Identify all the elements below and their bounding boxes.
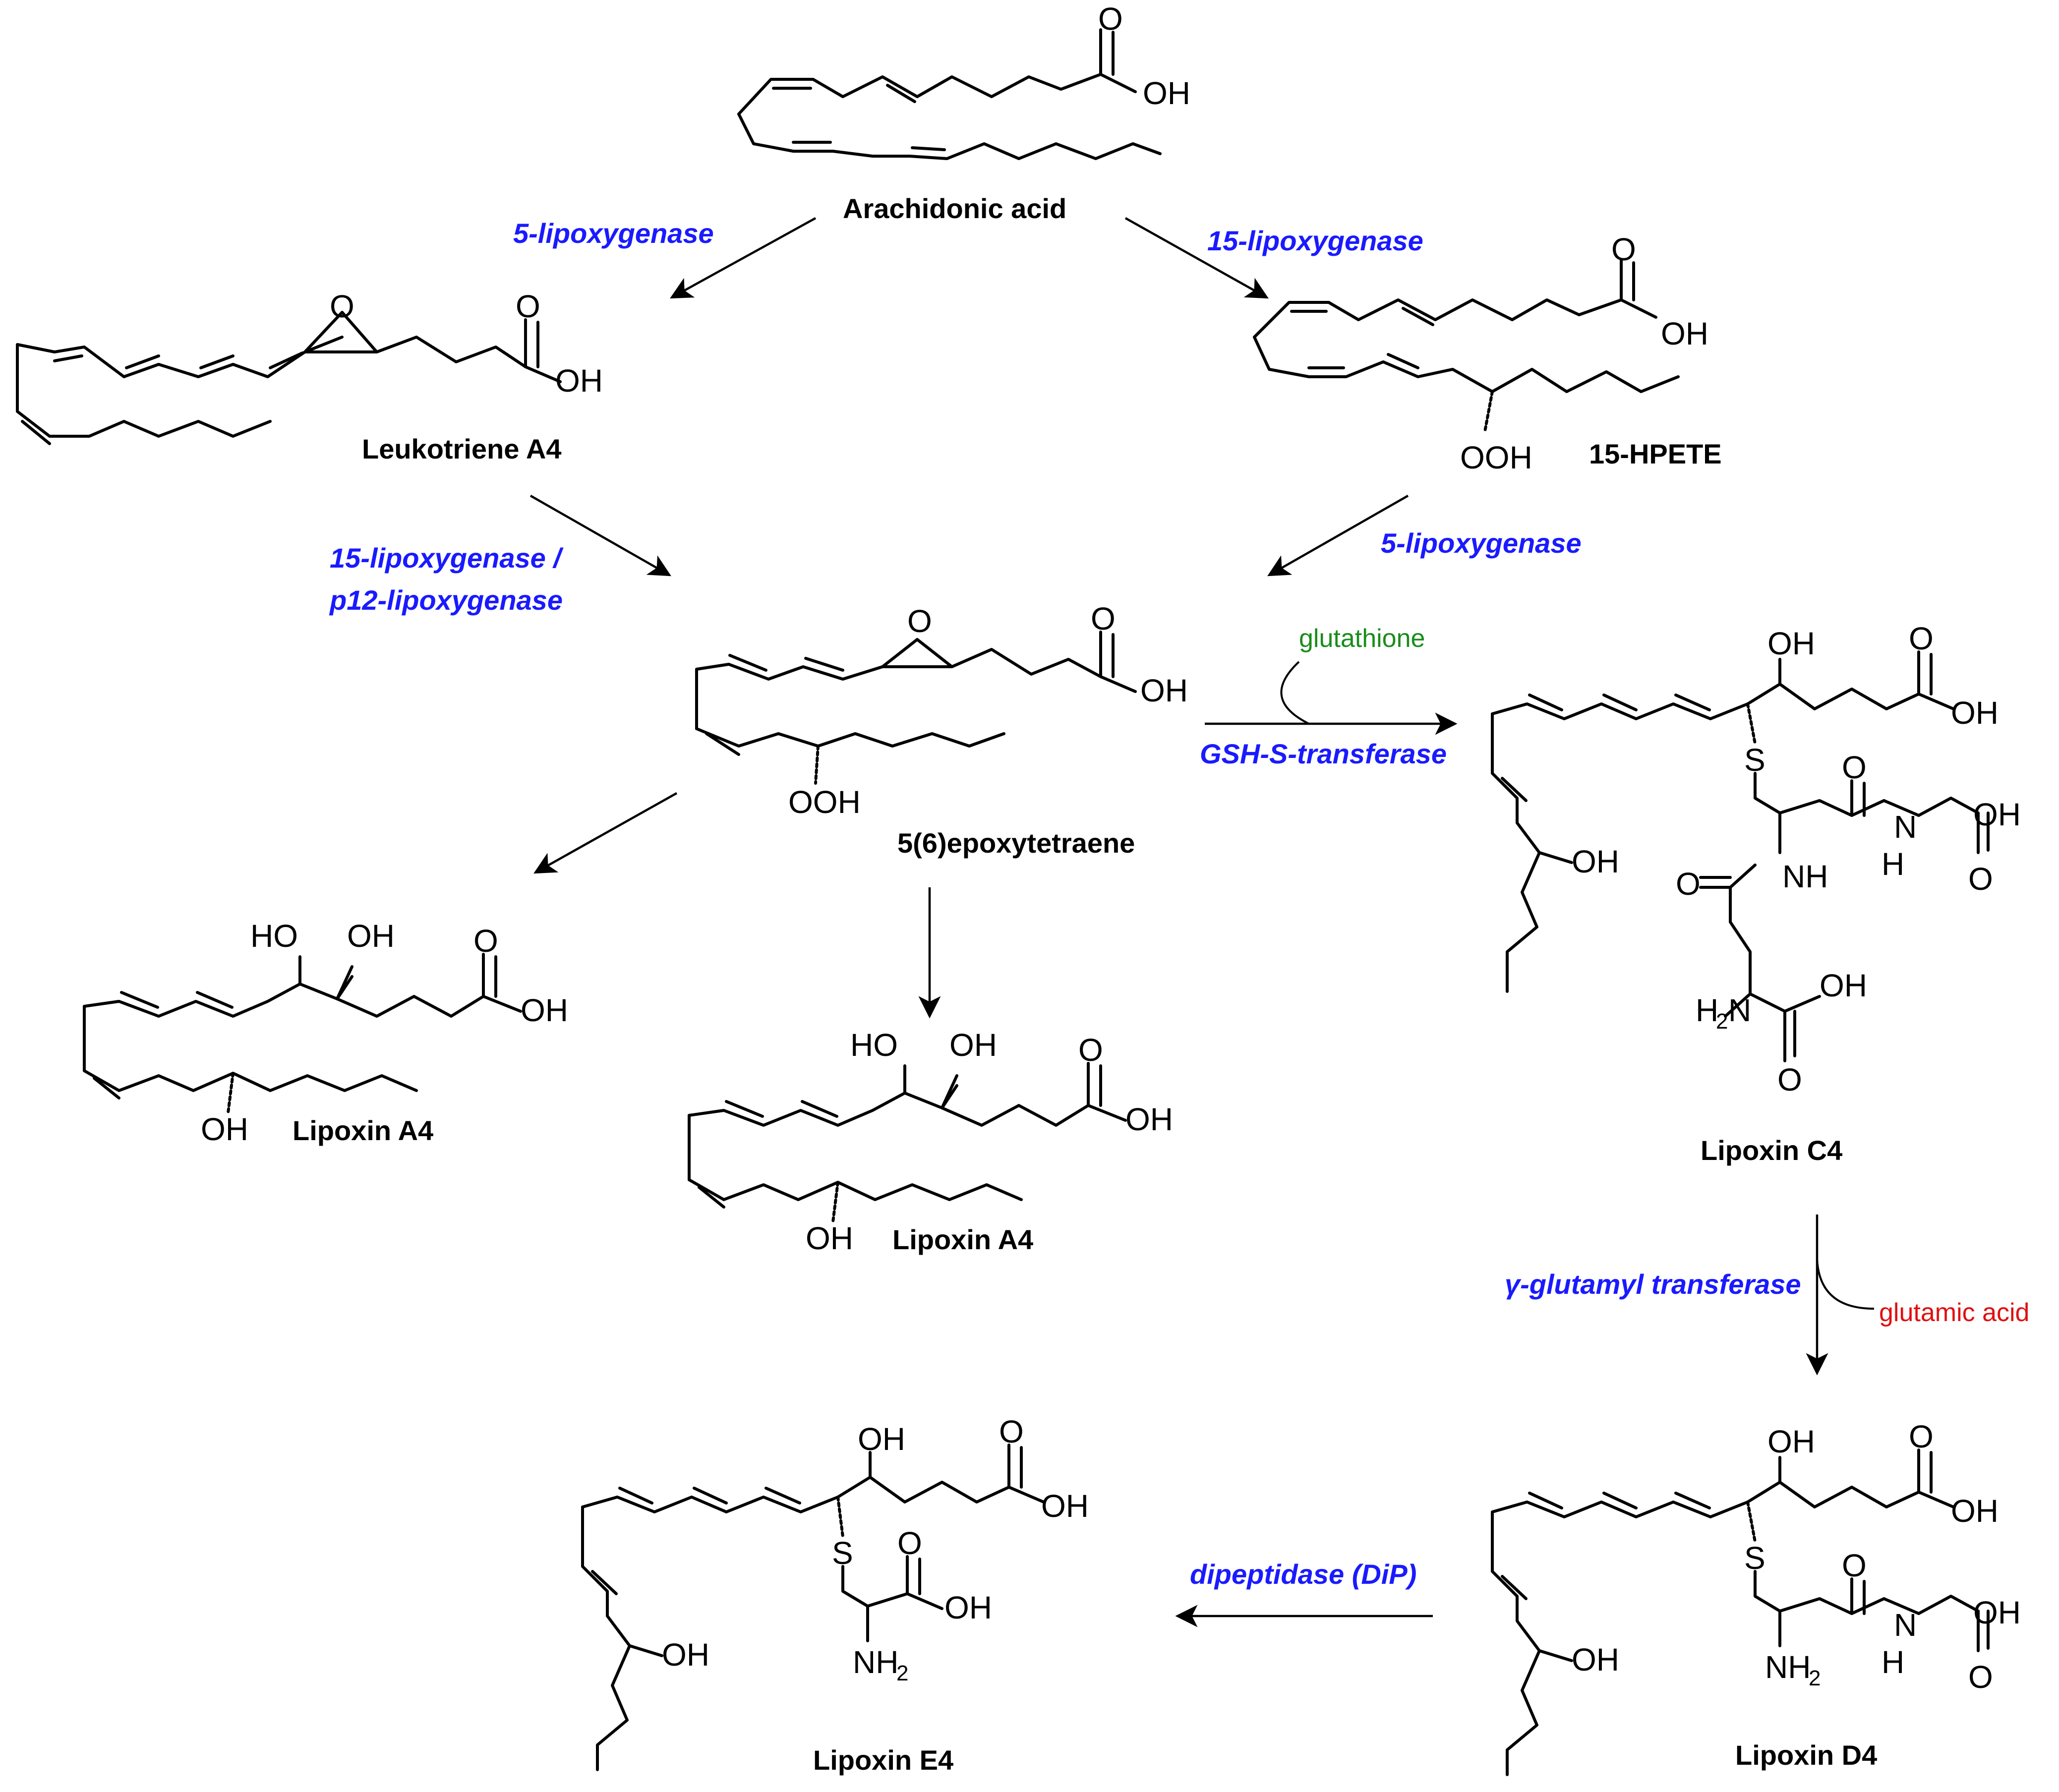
lxe4-carbonyl-o: O [999,1414,1024,1449]
lxe4-s: S [832,1535,853,1571]
label-arachidonic-acid: Arachidonic acid [843,193,1066,224]
epoxy-ooh: OOH [788,784,861,820]
lxe4-nh2-n: NH [853,1644,898,1680]
hpete-carbonyl-o: O [1611,231,1636,267]
enzyme-15-p12-lipoxygenase-line1: 15-lipoxygenase / [330,542,564,574]
lxc4-oh-chain: OH [1572,844,1619,879]
lxc4-h2n-2: 2 [1716,1009,1728,1034]
hpete-oh: OH [1661,316,1708,351]
lxa4c-carbonyl-o: O [1078,1032,1103,1068]
arrow-epoxy-to-lxa4-left [533,792,678,874]
lxc4-gly-o: O [1968,861,1993,897]
arrow-hpete-to-epoxy [1267,495,1409,577]
lxd4-amide-o: O [1842,1548,1867,1583]
epoxy-epoxide-o: O [907,603,932,639]
lxa4l-oh-bottom: OH [201,1111,248,1147]
cofactor-glutamic-acid: glutamic acid [1879,1298,2029,1327]
aa-carbonyl-o: O [1098,1,1123,37]
lxc4-h: H [1882,846,1904,882]
cofactor-glutathione: glutathione [1299,624,1425,653]
label-lipoxin-e4: Lipoxin E4 [813,1744,953,1776]
lxc4-nh: NH [1782,859,1828,894]
arrow-lta4-to-epoxy [529,495,671,577]
lxd4-carbonyl-o: O [1909,1419,1934,1454]
lxd4-nh2-n: NH [1765,1649,1811,1685]
label-lipoxin-a4-center: Lipoxin A4 [892,1224,1033,1255]
lta4-oh: OH [555,363,603,399]
lxa4l-carbonyl-o: O [473,923,498,959]
lxe4-oh-top: OH [858,1421,905,1457]
lxc4-oh-glu: OH [1820,968,1867,1003]
lta4-epoxide-o: O [330,289,354,324]
lxa4l-ho: HO [250,918,298,954]
epoxy-oh: OH [1140,673,1188,708]
enzyme-15-lipoxygenase-top: 15-lipoxygenase [1207,225,1423,256]
enzyme-gamma-glutamyl-transferase: γ-glutamyl transferase [1505,1269,1801,1300]
lxc4-s: S [1744,742,1765,778]
lxe4-nh2-2: 2 [896,1661,908,1685]
lxe4-oh-chain: OH [662,1637,709,1673]
lxd4-h: H [1882,1644,1904,1680]
lipoxin-d4-structure [1491,1448,1990,1776]
hpete-ooh: OOH [1460,440,1532,475]
label-lipoxin-d4: Lipoxin D4 [1735,1739,1877,1771]
enzyme-5-lipoxygenase-right: 5-lipoxygenase [1381,527,1582,559]
lxa4c-ho: HO [850,1027,898,1063]
lxc4-oh-acid: OH [1951,695,1999,731]
lxa4c-oh-top: OH [949,1027,997,1063]
lipoxin-a4-left-structure [83,953,522,1114]
lxc4-amide-o: O [1842,750,1867,785]
lipoxin-c4-structure [1491,650,1990,1062]
lxd4-oh-gly: OH [1973,1595,2021,1630]
lxc4-glu-amide-o: O [1676,866,1701,902]
lxa4l-oh-acid: OH [521,992,568,1028]
lxc4-glu-o: O [1777,1062,1802,1098]
lxd4-oh-top: OH [1767,1424,1815,1459]
lipoxin-a4-center-structure [688,1062,1127,1223]
lxa4c-oh-bottom: OH [806,1220,853,1256]
glutathione-curve [1280,661,1309,725]
lxc4-n: N [1894,809,1917,845]
enzyme-dipeptidase: dipeptidase (DiP) [1190,1559,1416,1590]
enzyme-5-lipoxygenase-top: 5-lipoxygenase [513,218,714,249]
glutamic-acid-curve [1816,1259,1875,1310]
lta4-carbonyl-o: O [516,289,540,324]
label-leukotriene-a4: Leukotriene A4 [362,433,561,464]
epoxy-carbonyl-o: O [1091,601,1116,636]
epoxytetraene-structure [695,631,1137,785]
lxc4-oh-gly: OH [1973,797,2021,832]
lxd4-gly-o: O [1968,1659,1993,1695]
label-15-hpete: 15-HPETE [1589,438,1722,469]
lxd4-oh-chain: OH [1572,1642,1619,1677]
lxc4-h2n-h: H [1696,992,1718,1028]
lxe4-cys-carbonyl-o: O [897,1525,922,1561]
aa-oh: OH [1143,75,1190,111]
enzyme-15-p12-lipoxygenase-line2: p12-lipoxygenase [329,584,563,616]
label-lipoxin-a4-left: Lipoxin A4 [293,1115,433,1146]
hpete-15-structure [1253,259,1680,433]
label-epoxytetraene: 5(6)epoxytetraene [897,827,1135,859]
lxd4-n: N [1894,1607,1917,1643]
arachidonic-acid-structure [737,28,1162,160]
lxe4-oh-acid: OH [1041,1488,1089,1524]
lipoxin-e4-structure [581,1444,1045,1771]
lxc4-carbonyl-o: O [1909,621,1934,656]
lxe4-cys-oh: OH [944,1590,992,1625]
lxd4-oh-acid: OH [1951,1493,1999,1529]
lxa4c-oh-acid: OH [1125,1101,1173,1137]
lxd4-nh2-2: 2 [1809,1666,1821,1690]
enzyme-gsh-s-transferase: GSH-S-transferase [1200,738,1447,769]
lxa4l-oh-top: OH [347,918,395,954]
leukotriene-a4-structure [16,311,562,445]
arrow-aa-to-lta4 [670,217,817,299]
arrow-aa-to-hpete [1124,217,1269,299]
label-lipoxin-c4: Lipoxin C4 [1701,1135,1842,1166]
lxc4-h2n-n: N [1728,992,1751,1028]
lxc4-oh-top: OH [1767,626,1815,661]
lxd4-s: S [1744,1540,1765,1576]
